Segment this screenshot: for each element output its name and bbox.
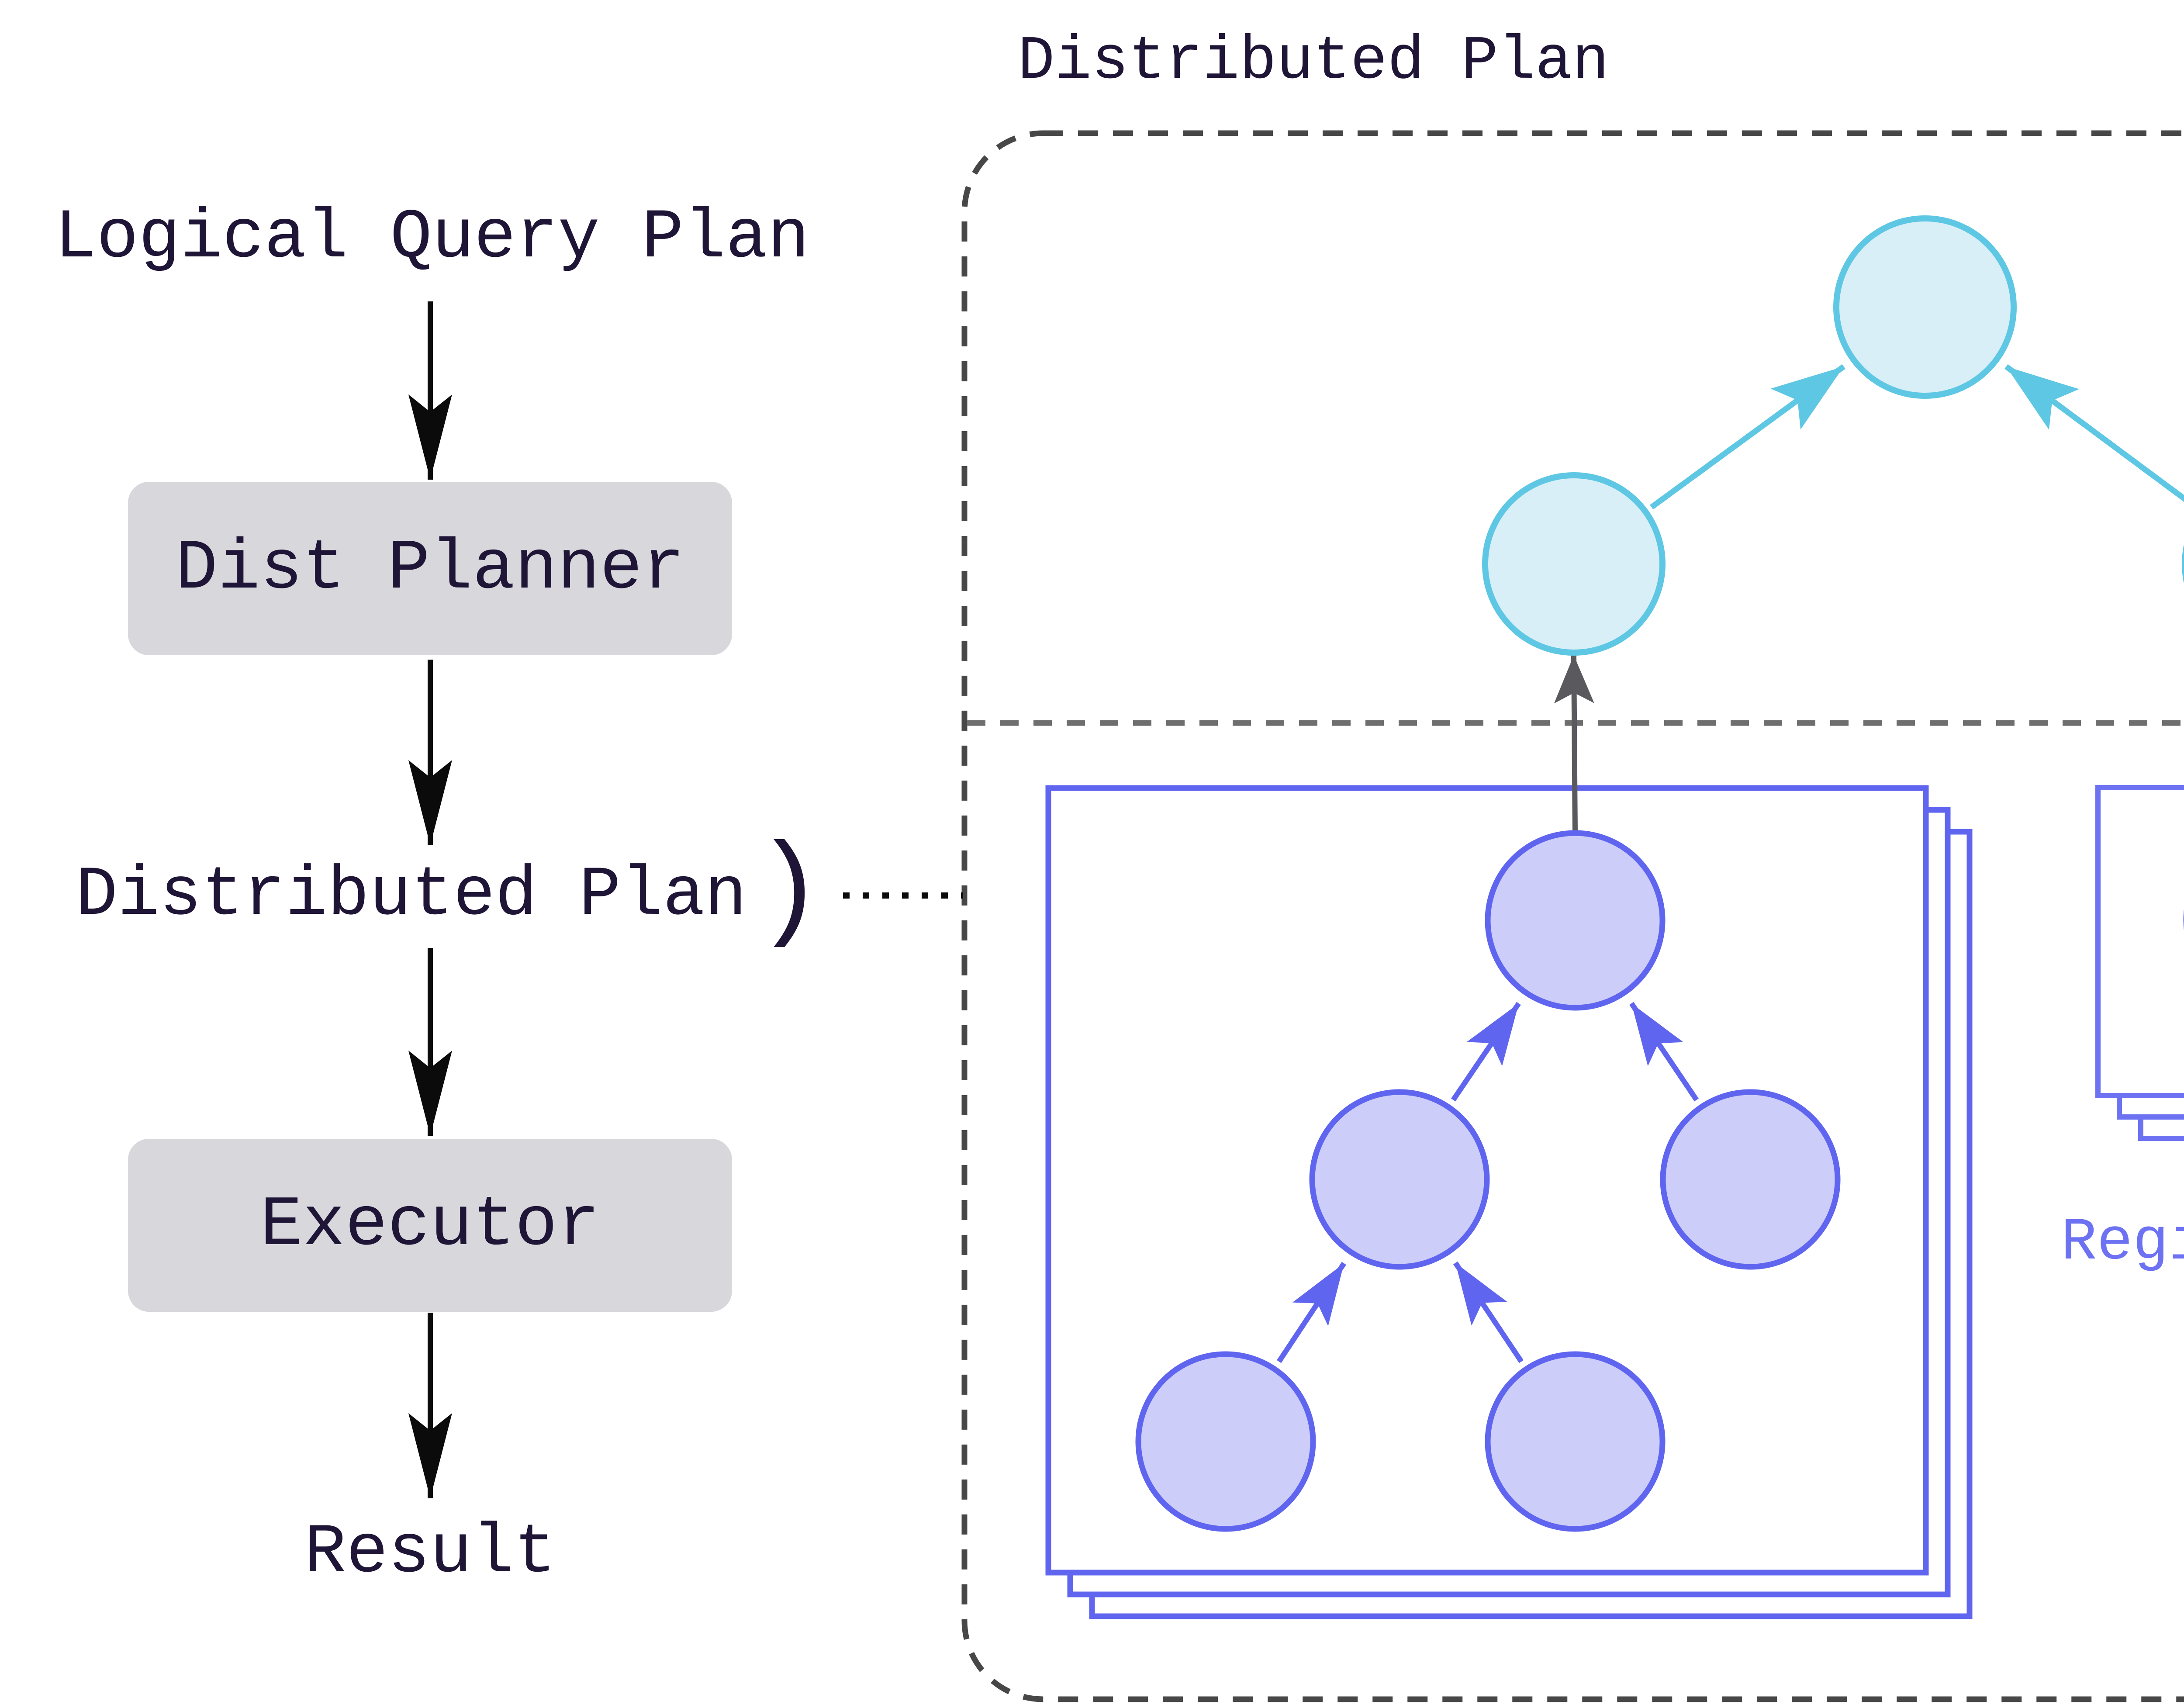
arrow-mid-left-to-root (1451, 1002, 1521, 1102)
arrow-leaf-left-to-mid (1276, 1262, 1347, 1363)
datanode-mid-right-node (1660, 1089, 1841, 1270)
distributed-plan-reference: Distributed Plan ) (48, 826, 852, 958)
logical-query-plan-label: Logical Query Plan (55, 199, 810, 278)
dist-planner-box: Dist Planner (128, 482, 732, 655)
arrow-datanode-to-frontend-left (1554, 655, 1594, 833)
frontend-root-node (1833, 215, 2017, 399)
distributed-plan-brace: ) (754, 826, 824, 958)
frontend-left-node (1482, 472, 1666, 656)
arrow-frontend-right-to-root (2004, 364, 2184, 502)
datanode-mid-left-node (1309, 1089, 1490, 1270)
datanode-leaf-center-node (1485, 1351, 1666, 1532)
datanode-leaf-left-node (1135, 1351, 1316, 1532)
distributed-plan-panel-title: Distributed Plan (1018, 27, 1609, 97)
arrow-mid-right-to-root (1629, 1002, 1699, 1102)
region-box-layer-1 (2095, 785, 2184, 1098)
distributed-plan-label: Distributed Plan (76, 856, 747, 935)
executor-label: Executor (260, 1185, 600, 1265)
arrow-frontend-left-to-root (1650, 364, 1845, 510)
regions-label: Regions (2061, 1209, 2184, 1277)
dist-planner-label: Dist Planner (175, 528, 685, 609)
distributed-plan-boundary (961, 130, 2184, 1702)
executor-box: Executor (128, 1139, 732, 1312)
datanode-root-node (1485, 830, 1666, 1011)
arrow-leaf-center-to-mid (1453, 1261, 1524, 1363)
result-label: Result (304, 1514, 556, 1593)
